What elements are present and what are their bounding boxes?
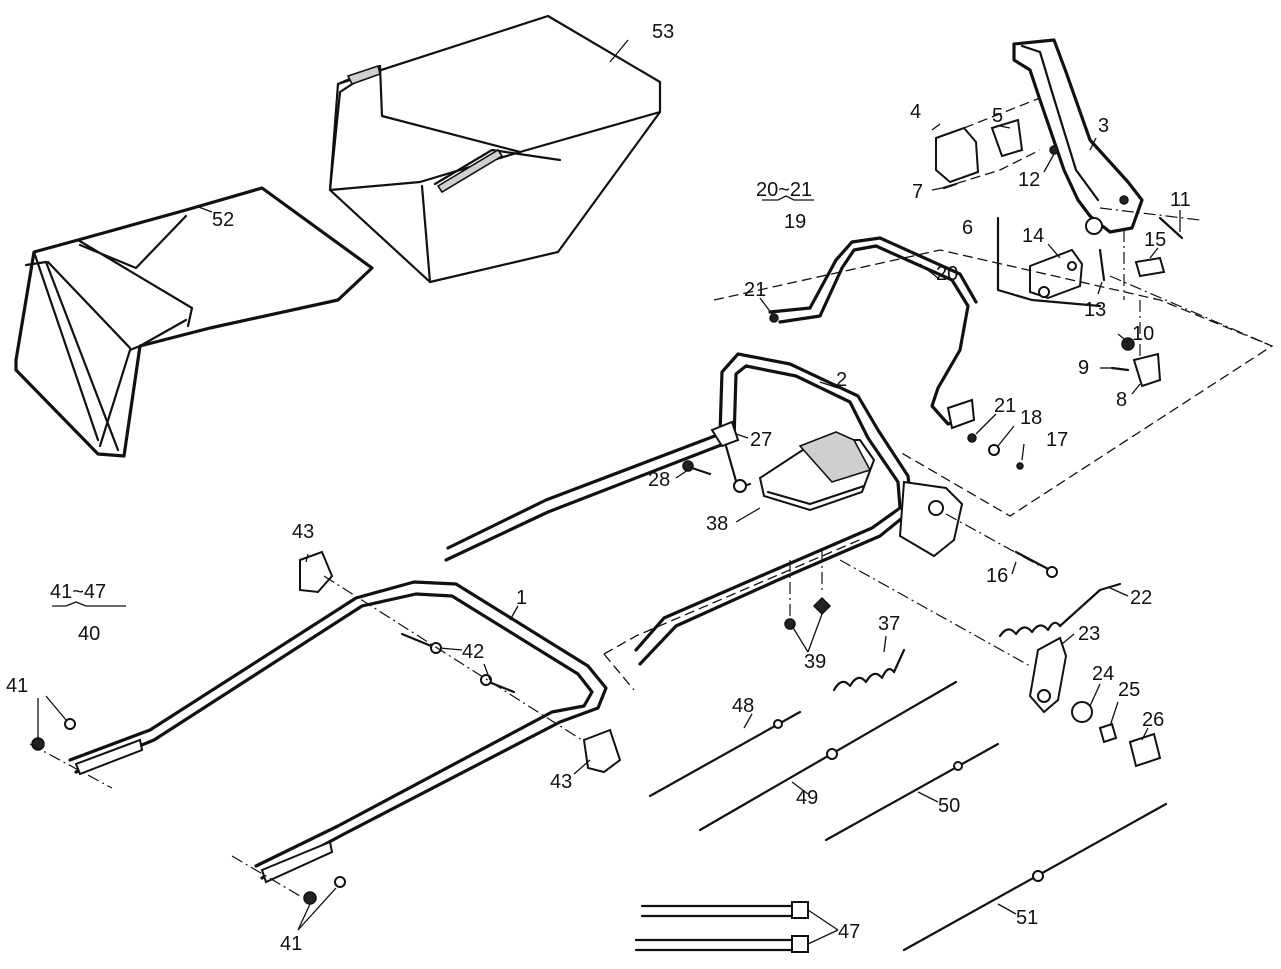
clip-8[interactable] [1132,352,1162,388]
callout-43b: 43 [550,771,572,793]
callout-7: 7 [912,181,923,203]
callout-26: 26 [1142,709,1164,731]
callout-22: 22 [1130,587,1152,609]
lever-bracket-3[interactable] [1012,38,1144,235]
callout-49: 49 [796,787,818,809]
spring-13[interactable] [1098,248,1106,282]
callout-17: 17 [1046,429,1068,451]
callout-51: 51 [1016,907,1038,929]
spring-37[interactable] [832,648,906,692]
callout-47: 47 [838,921,860,943]
bushing-15[interactable] [1134,256,1166,278]
callout-3: 3 [1098,115,1109,137]
latch-14[interactable] [1029,248,1084,300]
callout-48: 48 [732,695,754,717]
bracket-43b[interactable] [582,728,622,774]
callout-20: 20 [936,263,958,285]
bracket-19-brace [762,195,814,201]
gear-24[interactable] [1071,701,1093,723]
callout-5: 5 [992,105,1003,127]
bracket-5[interactable] [990,118,1024,158]
callout-21a: 21 [744,279,766,301]
callout-28: 28 [648,469,670,491]
lower-handle-1[interactable] [68,580,608,884]
callout-12: 12 [1018,169,1040,191]
callout-39: 39 [804,651,826,673]
callout-25: 25 [1118,679,1140,701]
callout-40: 40 [78,623,100,645]
nut-17[interactable] [1016,462,1024,470]
cable-48[interactable] [648,710,802,798]
callout-10: 10 [1132,323,1154,345]
lever-27[interactable] [710,420,752,493]
callout-13: 13 [1084,299,1106,321]
washer-41a[interactable] [64,718,76,730]
cam-23[interactable] [1028,636,1068,714]
bracket-43a[interactable] [299,550,334,594]
handle-cover-4[interactable] [935,126,980,184]
callout-19: 19 [784,211,806,233]
bolt-42[interactable] [400,632,516,694]
upper-handle-20[interactable] [768,236,978,430]
spacer-25[interactable] [1098,722,1118,744]
cable-51[interactable] [902,802,1168,952]
callout-38: 38 [706,513,728,535]
callout-11: 11 [1170,189,1191,211]
callout-18a: 18 [1020,407,1042,429]
washer-18a[interactable] [988,444,1000,456]
washer-41b[interactable] [334,876,346,888]
nut-41b[interactable] [303,891,317,905]
callout-43a: 43 [292,521,314,543]
callout-27: 27 [750,429,772,451]
callout-37: 37 [878,613,900,635]
callout-50: 50 [938,795,960,817]
control-box-38[interactable] [758,431,876,512]
callout-41a: 41 [6,675,28,697]
nut-10[interactable] [1121,337,1135,351]
callout-8: 8 [1116,389,1127,411]
callout-21b: 21 [994,395,1016,417]
callout-16: 16 [986,565,1008,587]
callout-52: 52 [212,209,234,231]
callout-41b: 41 [280,933,302,955]
callout-15: 15 [1144,229,1166,251]
pins-47[interactable] [634,901,809,953]
callout-14: 14 [1022,225,1044,247]
callout-41-47: 41~47 [50,581,106,603]
grass-bag-53[interactable] [328,14,662,284]
callout-4: 4 [910,101,921,123]
bag-frame-52[interactable] [14,186,374,458]
cable-49[interactable] [698,680,958,832]
callout-1: 1 [516,587,527,609]
bolt-16[interactable] [1014,550,1058,578]
spring-22[interactable] [998,582,1122,638]
callout-9: 9 [1078,357,1089,379]
callout-20-21: 20~21 [756,179,812,201]
callout-2: 2 [836,369,847,391]
screw-21a[interactable] [769,313,779,323]
callout-23: 23 [1078,623,1100,645]
pin-11[interactable] [1158,216,1184,240]
callout-24: 24 [1092,663,1114,685]
callout-53: 53 [652,21,674,43]
cable-50[interactable] [824,742,1000,842]
screw-21b[interactable] [967,433,977,443]
callout-42: 42 [462,641,484,663]
bracket-40-brace [52,601,126,607]
bolt-28[interactable] [682,460,712,476]
plate-6[interactable] [996,216,1102,308]
bolt-12[interactable] [1049,145,1059,155]
callout-6: 6 [962,217,973,239]
screw-9[interactable] [1110,366,1130,372]
bushing-26[interactable] [1128,732,1162,768]
